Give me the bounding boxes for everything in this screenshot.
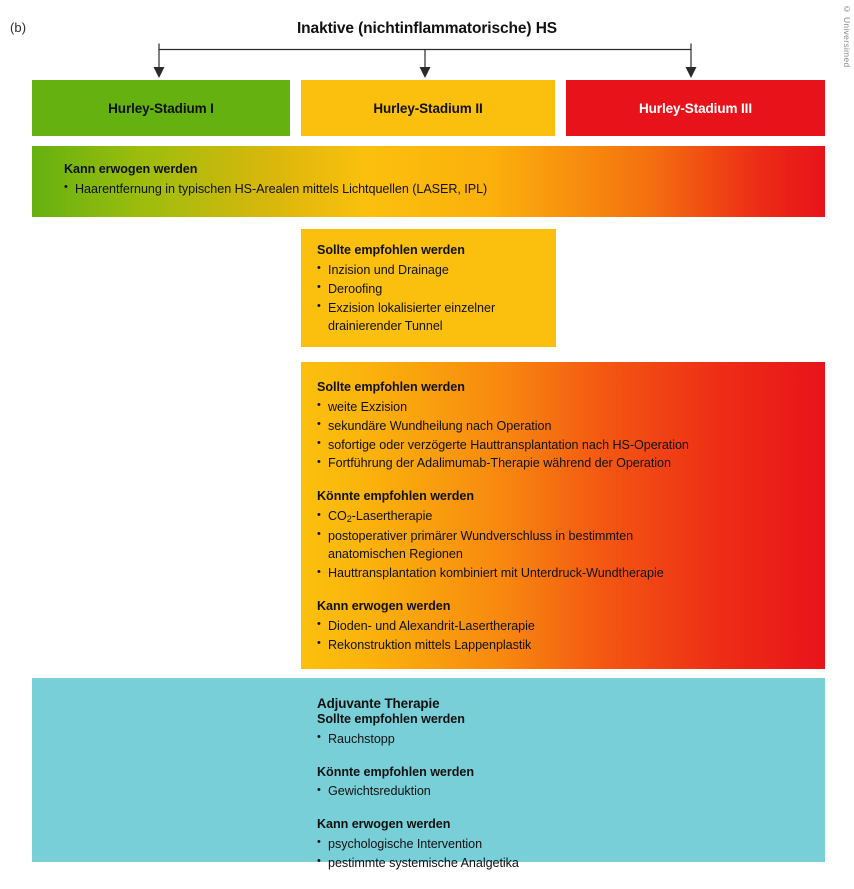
surgery3-g3-list: Dioden- und Alexandrit-Lasertherapie Rek… <box>317 616 825 655</box>
block-hair-removal: Kann erwogen werden Haarentfernung in ty… <box>32 146 825 217</box>
adjuvant-g2-list: Gewichtsreduktion <box>317 782 825 801</box>
surgery3-g1-heading: Sollte empfohlen werden <box>317 380 465 394</box>
surgery2-list: Inzision und Drainage Deroofing Exzision… <box>317 260 556 337</box>
list-item: sofortige oder verzögerte Hauttransplant… <box>317 435 825 455</box>
adjuvant-g1-list: Rauchstopp <box>317 729 825 749</box>
list-item: Deroofing <box>317 279 556 299</box>
co2-suffix: -Lasertherapie <box>351 509 433 524</box>
list-item-text: postoperativer primärer Wundverschluss i… <box>328 528 634 543</box>
figure-title: Inaktive (nichtinflammatorische) HS <box>296 20 558 37</box>
list-item: pestimmte systemische Analgetika <box>317 853 825 873</box>
stage-box-hurley-1[interactable]: Hurley-Stadium I <box>32 80 290 136</box>
panel-label: (b) <box>10 20 27 35</box>
stage-box-hurley-3[interactable]: Hurley-Stadium III <box>566 80 825 136</box>
stage-label-3: Hurley-Stadium III <box>639 100 752 116</box>
surgery3-g2-list: CO2-Lasertherapie postoperativer primäre… <box>317 507 825 583</box>
list-item: Hauttransplantation kombiniert mit Unter… <box>317 564 825 583</box>
list-item: Rauchstopp <box>317 729 825 749</box>
stage-box-hurley-2[interactable]: Hurley-Stadium II <box>301 80 555 136</box>
adjuvant-g2-heading: Könnte empfohlen werden <box>317 764 474 779</box>
list-item-co2-laser: CO2-Lasertherapie <box>317 507 825 527</box>
list-item: Exzision lokalisierter einzelner drainie… <box>317 298 556 337</box>
surgery3-g3-heading: Kann erwogen werden <box>317 599 451 614</box>
surgery2-heading: Sollte empfohlen werden <box>317 243 465 257</box>
list-item: Haarentfernung in typischen HS-Arealen m… <box>64 179 825 199</box>
list-item: Dioden- und Alexandrit-Lasertherapie <box>317 616 825 636</box>
list-item-continuation: drainierender Tunnel <box>328 319 443 334</box>
co2-subscript: 2 <box>346 514 352 525</box>
list-item: Inzision und Drainage <box>317 260 556 280</box>
adjuvant-g1-heading: Sollte empfohlen werden <box>317 712 465 726</box>
block-adjuvant-therapy: Adjuvante Therapie Sollte empfohlen werd… <box>32 678 825 870</box>
list-item: psychologische Intervention <box>317 834 825 854</box>
list-item: Fortführung der Adalimumab-Therapie währ… <box>317 454 825 473</box>
hair-removal-list: Haarentfernung in typischen HS-Arealen m… <box>64 179 825 199</box>
list-item: postoperativer primärer Wundverschluss i… <box>317 526 825 565</box>
list-item: Gewichtsreduktion <box>317 782 825 801</box>
connector-arrows <box>140 40 710 80</box>
list-item: sekundäre Wundheilung nach Operation <box>317 416 825 436</box>
surgery3-g1-list: weite Exzision sekundäre Wundheilung nac… <box>317 397 825 474</box>
stage-label-2: Hurley-Stadium II <box>373 100 483 116</box>
stage-label-1: Hurley-Stadium I <box>108 100 214 116</box>
list-item-text: Exzision lokalisierter einzelner <box>328 300 496 315</box>
adjuvant-title: Adjuvante Therapie <box>317 696 440 711</box>
block-surgery-stage2: Sollte empfohlen werden Inzision und Dra… <box>301 229 556 347</box>
connector-svg <box>153 43 697 78</box>
list-item: Rekonstruktion mittels Lappenplastik <box>317 635 825 655</box>
arrowheads <box>153 67 697 78</box>
hair-removal-heading: Kann erwogen werden <box>64 162 198 176</box>
block-surgery-stage3: Sollte empfohlen werden weite Exzision s… <box>301 362 825 669</box>
copyright-notice: © Universimed <box>842 4 852 68</box>
co2-prefix: CO <box>328 509 347 524</box>
adjuvant-g3-heading: Kann erwogen werden <box>317 817 451 832</box>
surgery3-g2-heading: Könnte empfohlen werden <box>317 489 474 504</box>
adjuvant-g3-list: psychologische Intervention pestimmte sy… <box>317 834 825 873</box>
list-item: weite Exzision <box>317 397 825 417</box>
list-item-continuation: anatomischen Regionen <box>328 547 463 562</box>
